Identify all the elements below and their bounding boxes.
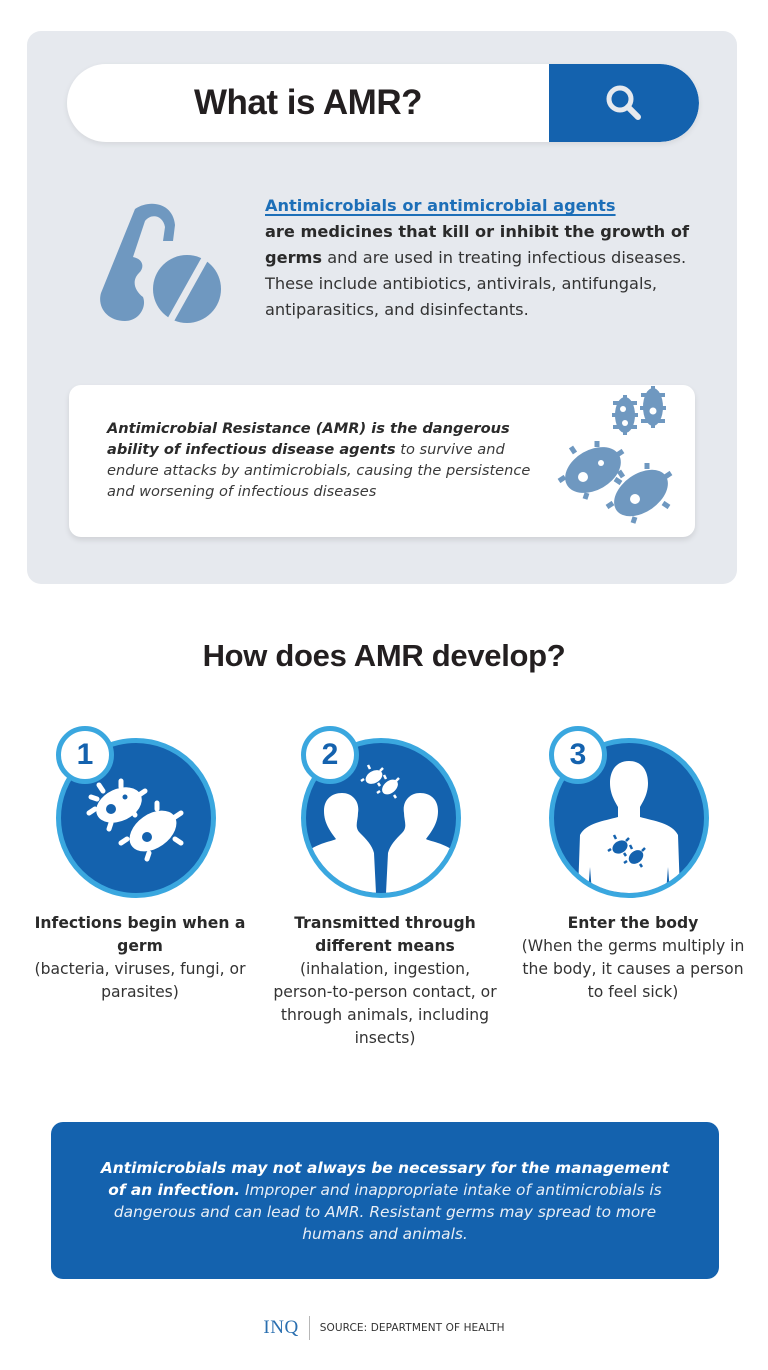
body-infection-icon <box>578 761 680 893</box>
definition-bold: are medicines that kill or inhibit the g… <box>265 222 690 267</box>
amr-definition-bold: Antimicrobial Resistance (AMR) is the da… <box>107 420 510 458</box>
inq-logo: INQ <box>263 1317 299 1338</box>
step-detail: (When the germs multiply in the body, it… <box>521 937 745 1001</box>
step-1-text: Infections begin when a germ (bacteria, … <box>25 912 255 1004</box>
step-heading: Enter the body <box>567 914 699 932</box>
step-detail: (inhalation, ingestion, person-to-person… <box>273 960 497 1047</box>
section-title: How does AMR develop? <box>202 638 566 673</box>
step-1: 1 Infections begin when a germ (b <box>25 726 255 1004</box>
footer: INQ SOURCE: DEPARTMENT OF HEALTH <box>0 1316 768 1340</box>
search-button <box>549 64 699 142</box>
search-icon <box>606 85 641 120</box>
search-bar-title: What is AMR? <box>194 83 422 122</box>
note-bold: Antimicrobials may not always be necessa… <box>100 1158 670 1199</box>
warning-note-box: Antimicrobials may not always be necessa… <box>51 1122 719 1279</box>
source-credit: SOURCE: DEPARTMENT OF HEALTH <box>319 1322 505 1334</box>
amr-definition-rest: to survive and endure attacks by antimic… <box>107 441 531 500</box>
note-rest: Improper and inappropriate intake of ant… <box>113 1180 662 1243</box>
step-2-text: Transmitted through different means (inh… <box>270 912 500 1050</box>
what-is-amr-panel: What is AMR? Antimicrobials or antimicro… <box>27 31 737 584</box>
footer-divider <box>308 1316 310 1340</box>
step-heading: Transmitted through different means <box>294 914 476 955</box>
step-number-badge: 1 <box>56 726 114 784</box>
definition-rest: and are used in treating infectious dise… <box>265 248 687 319</box>
search-bar: What is AMR? <box>67 64 699 142</box>
germs-icon <box>86 778 184 862</box>
antimicrobials-definition: Antimicrobials or antimicrobial agents a… <box>265 193 705 323</box>
step-heading: Infections begin when a germ <box>34 914 246 955</box>
germs-icon <box>557 386 673 524</box>
pill-capsule-icon <box>100 203 221 325</box>
antimicrobials-term-link[interactable]: Antimicrobials or antimicrobial agents <box>265 196 616 215</box>
step-3: 3 Enter the body (When the germs multipl… <box>518 726 748 1004</box>
step-2: 2 Transmitted through different means <box>270 726 500 1050</box>
step-number-badge: 3 <box>549 726 607 784</box>
amr-definition-card: Antimicrobial Resistance (AMR) is the da… <box>69 385 695 537</box>
step-detail: (bacteria, viruses, fungi, or parasites) <box>34 960 246 1001</box>
warning-note-text: Antimicrobials may not always be necessa… <box>91 1157 679 1245</box>
amr-definition-text: Antimicrobial Resistance (AMR) is the da… <box>107 418 547 502</box>
step-3-text: Enter the body (When the germs multiply … <box>518 912 748 1004</box>
step-number-badge: 2 <box>301 726 359 784</box>
